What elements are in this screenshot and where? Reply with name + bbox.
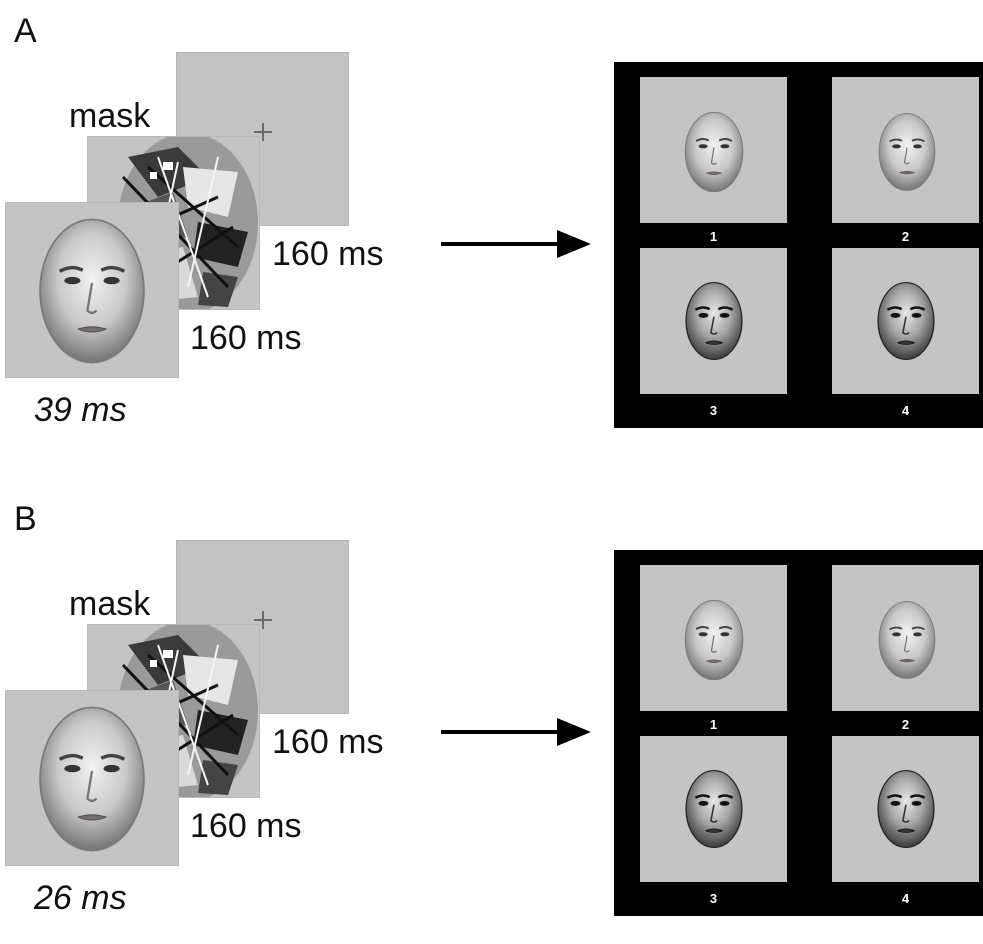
choice-face-3 [640, 248, 787, 394]
fixation-duration: 160 ms [272, 235, 384, 273]
response-screen: 1 2 3 4 [614, 62, 983, 428]
mask-label: mask [69, 585, 151, 623]
choice-face-image [877, 112, 937, 192]
target-face-image [38, 217, 146, 365]
face-duration: 26 ms [34, 879, 127, 917]
choice-number: 1 [709, 717, 718, 732]
choice-face-2 [832, 565, 979, 711]
mask-duration: 160 ms [190, 319, 302, 357]
choice-number: 3 [709, 891, 718, 906]
response-screen: 1 2 3 4 [614, 550, 983, 916]
choice-face-1 [640, 565, 787, 711]
choice-face-image [684, 769, 744, 849]
face-duration: 39 ms [34, 391, 127, 429]
choice-face-2 [832, 77, 979, 223]
fixation-cross [254, 123, 272, 141]
choice-face-image [877, 600, 937, 680]
fixation-cross [254, 611, 272, 629]
target-face-screen [6, 691, 178, 865]
choice-face-4 [832, 248, 979, 394]
panel-a: A mask 160 ms 160 ms 39 ms 1 2 3 4 [0, 0, 983, 456]
target-face-image [38, 705, 146, 853]
choice-face-3 [640, 736, 787, 882]
choice-face-1 [640, 77, 787, 223]
choice-number: 4 [901, 403, 910, 418]
choice-face-image [684, 281, 744, 361]
choice-face-4 [832, 736, 979, 882]
choice-number: 1 [709, 229, 718, 244]
mask-label: mask [69, 97, 151, 135]
choice-number: 2 [901, 717, 910, 732]
choice-number: 2 [901, 229, 910, 244]
panel-label: A [14, 12, 37, 50]
panel-b: B mask 160 ms 160 ms 26 ms 1 2 3 4 [0, 488, 983, 944]
fixation-duration: 160 ms [272, 723, 384, 761]
right-arrow-icon [441, 718, 591, 746]
target-face-screen [6, 203, 178, 377]
choice-face-image [684, 111, 744, 193]
panel-label: B [14, 500, 37, 538]
right-arrow-icon [441, 230, 591, 258]
choice-number: 3 [709, 403, 718, 418]
choice-face-image [684, 599, 744, 681]
mask-duration: 160 ms [190, 807, 302, 845]
choice-face-image [876, 281, 936, 361]
choice-face-image [876, 769, 936, 849]
choice-number: 4 [901, 891, 910, 906]
